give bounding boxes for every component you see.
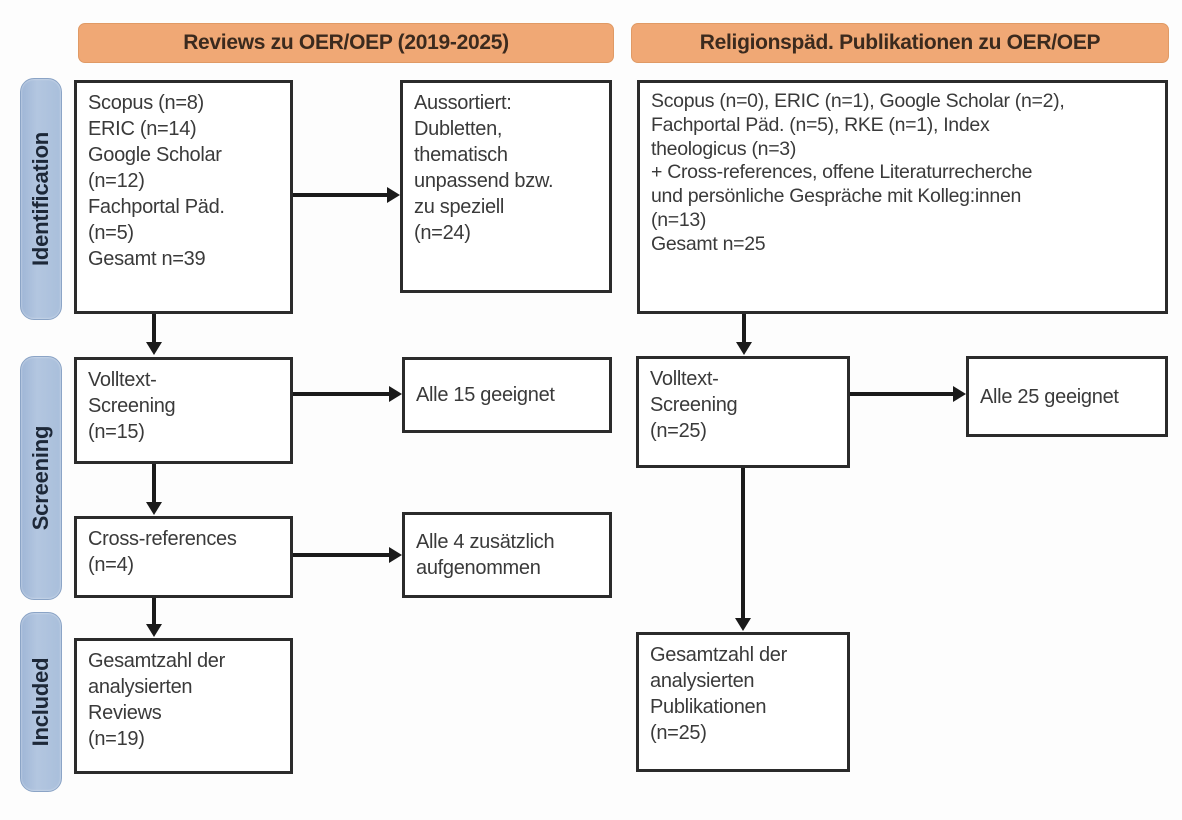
- stage-label-screening: Screening: [28, 425, 53, 531]
- stage-label-included: Included: [28, 657, 53, 747]
- connector-left-sources-to-excluded: [293, 193, 387, 197]
- stage-label-identification: Identification: [28, 131, 53, 267]
- box-right-included: Gesamtzahl der analysierten Publikatione…: [636, 632, 850, 772]
- connector-right-fulltext-to-result: [850, 392, 953, 396]
- box-left-sources-text: Scopus (n=8) ERIC (n=14) Google Scholar …: [88, 92, 225, 270]
- connector-left-crossrefs-to-included: [152, 598, 156, 626]
- box-left-included: Gesamtzahl der analysierten Reviews (n=1…: [74, 638, 293, 774]
- stage-pill-included: Included: [20, 612, 62, 792]
- box-left-crossrefs-text: Cross-references (n=4): [88, 528, 237, 576]
- connector-left-crossrefs-to-result: [293, 553, 389, 557]
- box-left-fulltext-result-text: Alle 15 geeignet: [416, 384, 555, 406]
- arrowhead-left-crossrefs-result: [389, 547, 402, 563]
- connector-right-sources-to-fulltext: [742, 314, 746, 344]
- column-header-left-label: Reviews zu OER/OEP (2019-2025): [183, 31, 509, 54]
- box-right-sources: Scopus (n=0), ERIC (n=1), Google Scholar…: [637, 80, 1168, 314]
- connector-left-fulltext-to-crossrefs: [152, 464, 156, 504]
- box-left-sources: Scopus (n=8) ERIC (n=14) Google Scholar …: [74, 80, 293, 314]
- box-left-excluded: Aussortiert: Dubletten, thematisch unpas…: [400, 80, 612, 293]
- arrowhead-right-fulltext: [736, 342, 752, 355]
- column-header-left: Reviews zu OER/OEP (2019-2025): [78, 23, 614, 63]
- stage-pill-identification: Identification: [20, 78, 62, 320]
- arrowhead-left-excluded: [387, 187, 400, 203]
- connector-left-fulltext-to-result: [293, 392, 389, 396]
- box-left-crossrefs-result: Alle 4 zusätzlich aufgenommen: [402, 512, 612, 598]
- box-left-fulltext: Volltext- Screening (n=15): [74, 357, 293, 464]
- column-header-right-label: Religionspäd. Publikationen zu OER/OEP: [699, 31, 1101, 54]
- box-right-fulltext: Volltext- Screening (n=25): [636, 356, 850, 468]
- arrowhead-left-fulltext-result: [389, 386, 402, 402]
- box-left-crossrefs-result-text: Alle 4 zusätzlich aufgenommen: [416, 531, 555, 579]
- box-left-included-text: Gesamtzahl der analysierten Reviews (n=1…: [88, 650, 225, 750]
- box-left-excluded-text: Aussortiert: Dubletten, thematisch unpas…: [414, 92, 554, 244]
- box-right-fulltext-result-text: Alle 25 geeignet: [980, 385, 1119, 408]
- box-left-fulltext-result: Alle 15 geeignet: [402, 357, 612, 433]
- arrowhead-right-included: [735, 618, 751, 631]
- box-right-fulltext-result: Alle 25 geeignet: [966, 356, 1168, 437]
- box-left-crossrefs: Cross-references (n=4): [74, 516, 293, 598]
- box-right-fulltext-text: Volltext- Screening (n=25): [650, 368, 738, 442]
- stage-pill-screening: Screening: [20, 356, 62, 600]
- box-right-included-text: Gesamtzahl der analysierten Publikatione…: [650, 644, 787, 744]
- arrowhead-left-included: [146, 624, 162, 637]
- arrowhead-right-fulltext-result: [953, 386, 966, 402]
- column-header-right: Religionspäd. Publikationen zu OER/OEP: [631, 23, 1169, 63]
- arrowhead-left-crossrefs: [146, 502, 162, 515]
- connector-left-sources-to-fulltext: [152, 314, 156, 344]
- arrowhead-left-fulltext: [146, 342, 162, 355]
- box-right-sources-text: Scopus (n=0), ERIC (n=1), Google Scholar…: [651, 90, 1065, 255]
- box-left-fulltext-text: Volltext- Screening (n=15): [88, 369, 176, 443]
- connector-right-fulltext-to-included: [741, 468, 745, 620]
